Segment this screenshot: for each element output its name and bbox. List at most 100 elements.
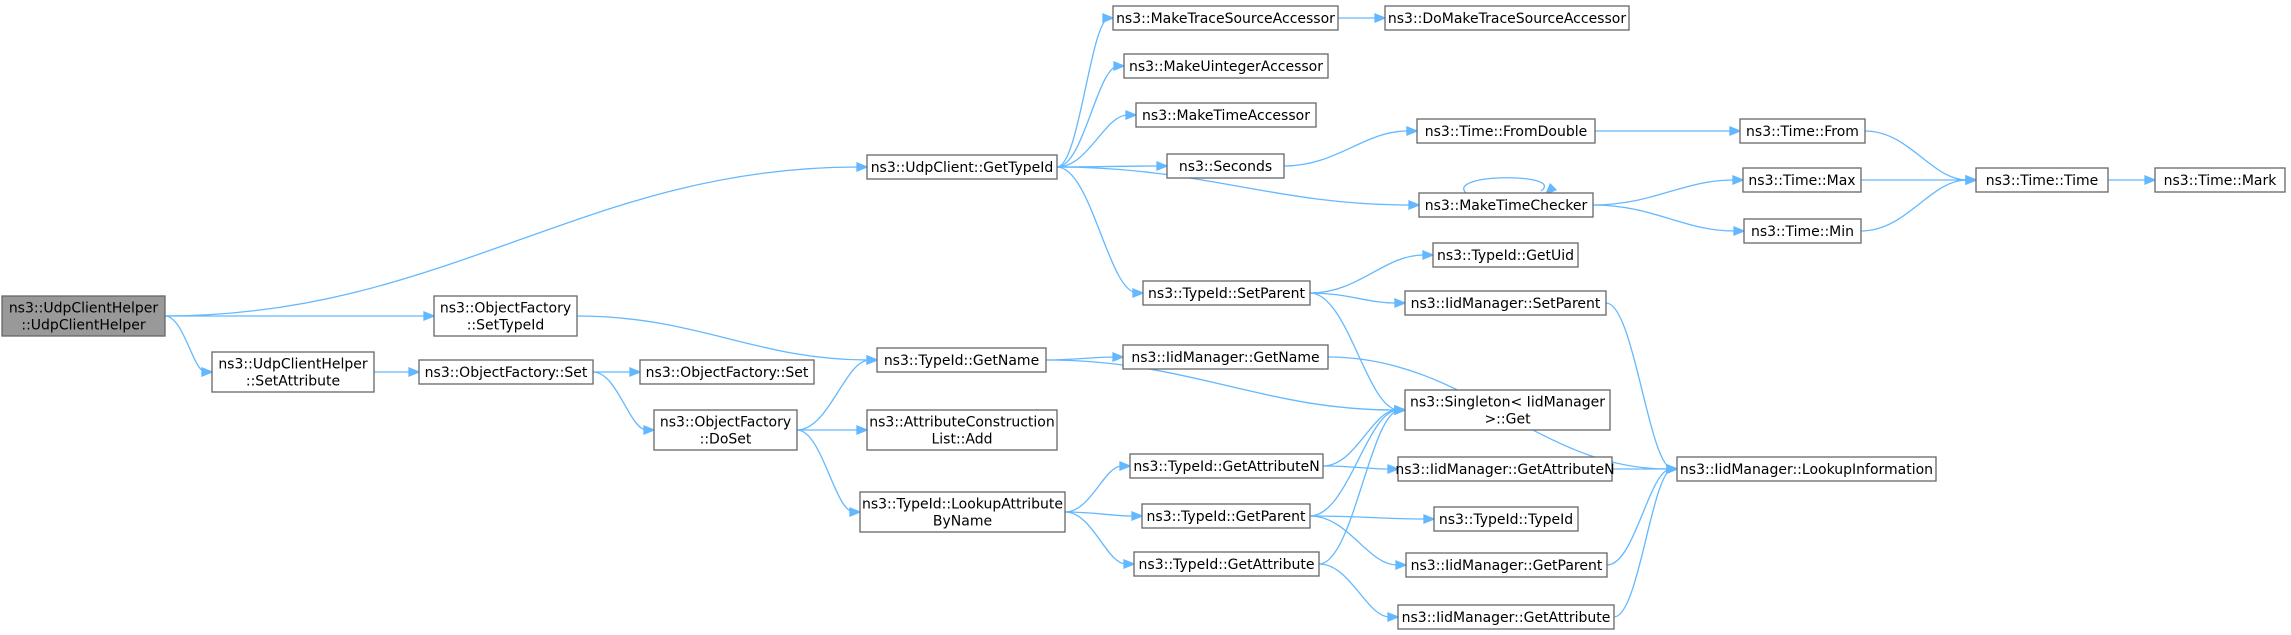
edge-tidLookup-to-tidGetAttrN [1064,461,1132,513]
graph-node-seconds[interactable]: ns3::Seconds [1166,153,1285,179]
node-box [1166,153,1285,179]
node-label: ns3::Seconds [1179,159,1272,175]
edge-udpGetTypeId-to-tidSetParent [1056,166,1145,298]
node-box [639,359,815,385]
node-label: ns3::IidManager::GetAttributeN [1395,462,1614,478]
edge-fromDouble-to-timeFrom [1595,126,1742,136]
graph-node-tidGetAttr[interactable]: ns3::TypeId::GetAttribute [1133,551,1320,577]
graph-node-iidGetAttr[interactable]: ns3::IidManager::GetAttribute [1397,604,1615,630]
graph-node-udpGetTypeId[interactable]: ns3::UdpClient::GetTypeId [866,154,1058,180]
node-label: ::DoSet [700,432,752,448]
graph-node-ofSet2[interactable]: ns3::ObjectFactory::Set [639,359,815,385]
node-label: ns3::TypeId::SetParent [1148,286,1305,302]
node-label: ns3::UdpClient::GetTypeId [871,160,1054,176]
graph-node-mkChecker[interactable]: ns3::MakeTimeChecker [1418,192,1594,218]
node-label: ns3::Time::FromDouble [1425,124,1588,140]
graph-node-iidGetName[interactable]: ns3::IidManager::GetName [1122,344,1329,370]
node-label: ns3::ObjectFactory [440,301,571,317]
graph-node-mkTimeAcc[interactable]: ns3::MakeTimeAccessor [1135,102,1317,128]
graph-node-tidGetParent[interactable]: ns3::TypeId::GetParent [1141,503,1311,529]
graph-node-singleton[interactable]: ns3::Singleton< IidManager >::Get [1404,389,1611,431]
node-box [1405,552,1608,578]
edge-mkChecker-to-mkChecker [1463,177,1558,196]
graph-node-timeMark[interactable]: ns3::Time::Mark [2154,167,2286,193]
edge-ofSet1-to-ofSet2 [593,367,642,377]
graph-node-fromDouble[interactable]: ns3::Time::FromDouble [1416,118,1596,144]
edge-mkTrace-to-doMkTrace [1338,13,1387,23]
node-label: ns3::MakeTimeAccessor [1142,108,1310,124]
graph-node-doMkTrace[interactable]: ns3::DoMakeTraceSourceAccessor [1384,5,1630,31]
graph-node-tidTypeId[interactable]: ns3::TypeId::TypeId [1433,506,1579,532]
edge-tidLookup-to-tidGetParent [1064,511,1144,521]
node-label: ns3::Time::Max [1748,173,1855,189]
node-box [1133,551,1320,577]
edge-root-to-ofSetTypeId [164,311,436,321]
graph-node-timeTime[interactable]: ns3::Time::Time [1975,167,2109,193]
node-label: ns3::IidManager::SetParent [1411,296,1601,312]
node-box [211,351,375,393]
edge-tidGetAttrN-to-iidGetAttrN [1322,464,1400,474]
edge-timeTime-to-timeMark [2108,175,2157,185]
graph-node-root[interactable]: ns3::UdpClientHelper::UdpClientHelper [1,295,166,337]
node-label: ns3::ObjectFactory [660,415,791,431]
edge-ofSetTypeId-to-tidGetName [576,315,879,365]
node-label: ns3::UdpClientHelper [218,357,368,373]
node-box [1122,344,1329,370]
graph-node-timeMax[interactable]: ns3::Time::Max [1742,167,1862,193]
node-box [1404,290,1607,316]
node-box [1432,242,1579,268]
graph-node-timeFrom[interactable]: ns3::Time::From [1739,118,1866,144]
graph-node-timeMin[interactable]: ns3::Time::Min [1743,218,1862,244]
node-box [653,409,798,451]
node-label: ns3::TypeId::GetParent [1147,509,1306,525]
graph-node-iidGetAttrN[interactable]: ns3::IidManager::GetAttributeN [1395,456,1615,482]
graph-node-ofSet1[interactable]: ns3::ObjectFactory::Set [418,359,594,385]
node-label: ns3::UdpClientHelper [9,301,159,317]
node-box [433,295,578,337]
graph-node-iidGetParent[interactable]: ns3::IidManager::GetParent [1405,552,1608,578]
node-box [1,295,166,337]
node-label: ns3::AttributeConstruction [869,415,1054,431]
edge-iidSetParent-to-lookupInfo [1605,302,1679,474]
node-label: ns3::Time::Mark [2164,173,2278,189]
graph-node-iidSetParent[interactable]: ns3::IidManager::SetParent [1404,290,1607,316]
node-box [1418,192,1594,218]
edge-tidGetParent-to-tidTypeId [1309,514,1436,524]
node-box [1676,456,1937,482]
edge-iidGetAttr-to-lookupInfo [1613,464,1679,618]
node-label: ns3::TypeId::LookupAttribute [862,497,1063,513]
node-label: ns3::IidManager::GetParent [1411,558,1603,574]
graph-node-lookupInfo[interactable]: ns3::IidManager::LookupInformation [1676,456,1937,482]
node-box [1123,53,1329,79]
edge-root-to-udpGetTypeId [164,162,869,317]
node-box [418,359,594,385]
node-label: ns3::MakeTraceSourceAccessor [1116,11,1335,27]
node-label: ns3::Time::From [1746,124,1859,140]
edge-iidGetParent-to-lookupInfo [1606,464,1679,566]
graph-node-tidGetUid[interactable]: ns3::TypeId::GetUid [1432,242,1579,268]
edge-tidGetAttrN-to-singleton [1322,405,1407,467]
graph-node-mkUint[interactable]: ns3::MakeUintegerAccessor [1123,53,1329,79]
graph-node-tidGetAttrN[interactable]: ns3::TypeId::GetAttributeN [1129,453,1324,479]
graph-node-tidGetName[interactable]: ns3::TypeId::GetName [876,347,1047,373]
node-box [1129,453,1324,479]
node-box [1135,102,1317,128]
node-box [866,409,1058,451]
node-box [1975,167,2109,193]
graph-node-ofSetTypeId[interactable]: ns3::ObjectFactory::SetTypeId [433,295,578,337]
graph-node-ofDoSet[interactable]: ns3::ObjectFactory::DoSet [653,409,798,451]
node-label: ns3::ObjectFactory::Set [646,365,809,381]
node-label: ByName [933,514,992,530]
node-box [1112,5,1339,31]
graph-node-mkTrace[interactable]: ns3::MakeTraceSourceAccessor [1112,5,1339,31]
node-label: ns3::Time::Time [1986,173,2098,189]
node-box [1141,503,1311,529]
edge-timeMax-to-timeTime [1861,175,1978,185]
graph-node-tidSetParent[interactable]: ns3::TypeId::SetParent [1142,280,1311,306]
edge-ofDoSet-to-aclAdd [797,425,869,435]
graph-node-uchSetAttr[interactable]: ns3::UdpClientHelper::SetAttribute [211,351,375,393]
node-box [1397,456,1613,482]
node-label: ns3::Singleton< IidManager [1410,395,1605,411]
